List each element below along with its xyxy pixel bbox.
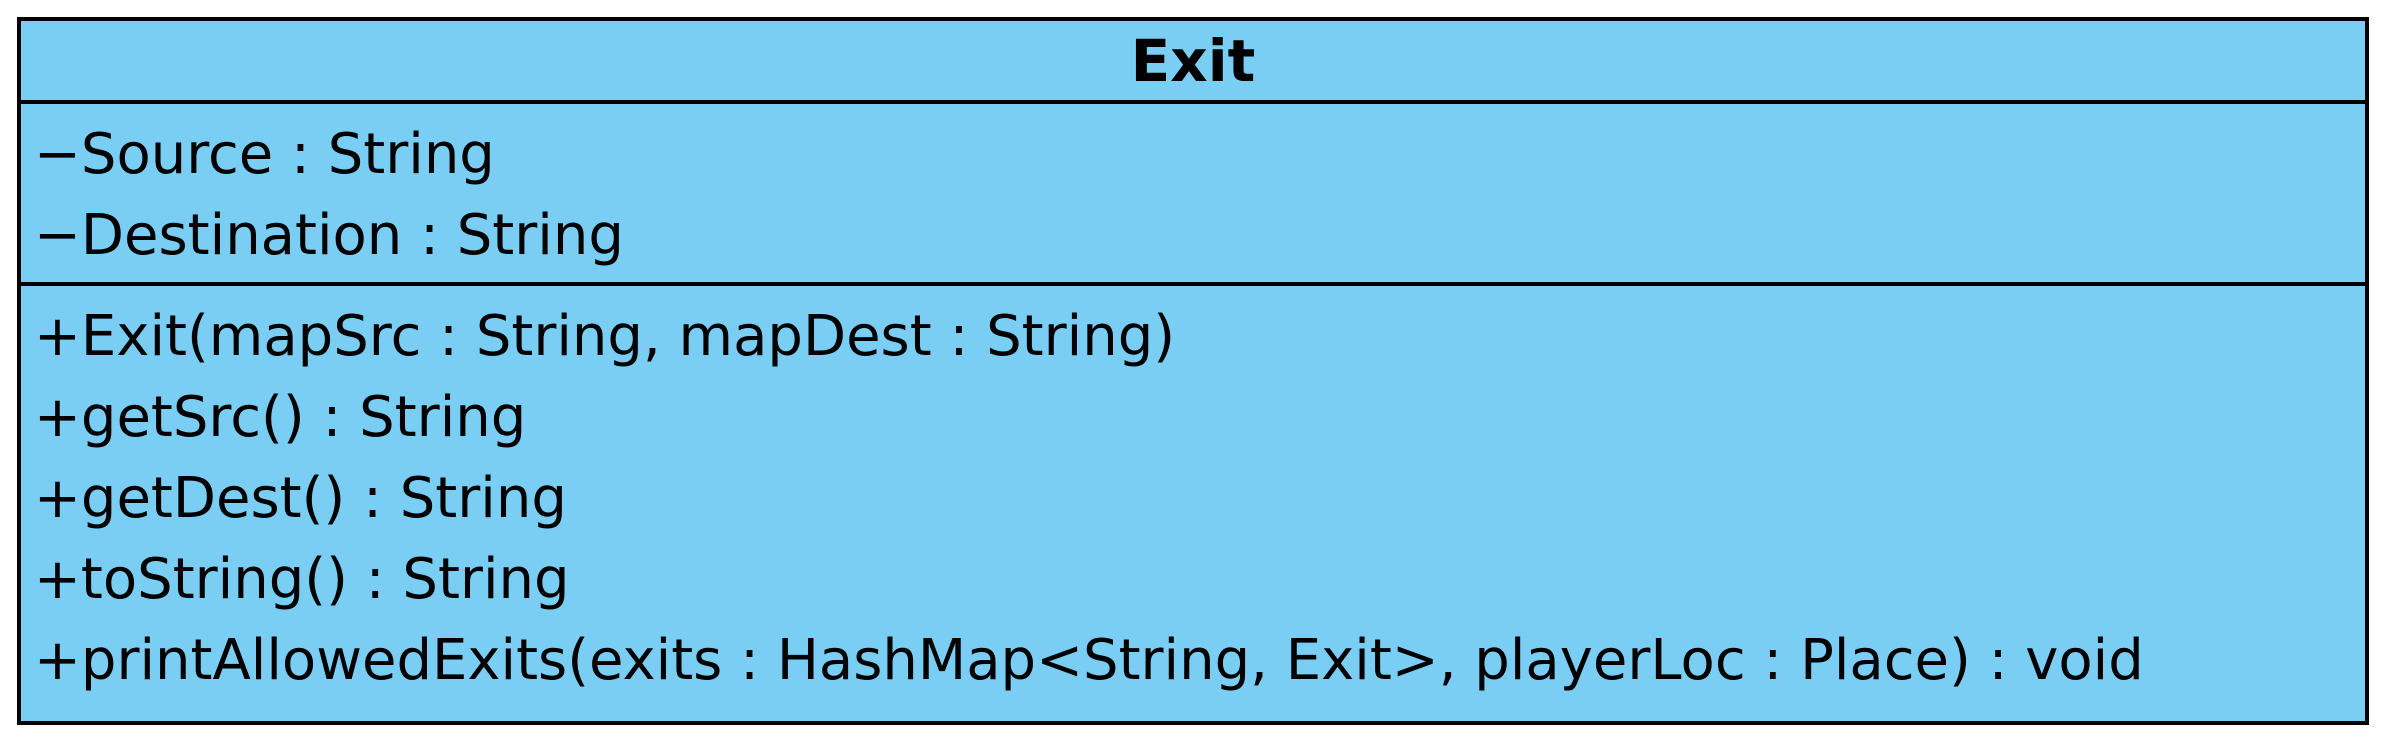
operations-compartment: +Exit(mapSrc : String, mapDest : String)… xyxy=(21,286,2365,701)
operation-get-src: +getSrc() : String xyxy=(34,385,527,450)
operation-constructor: +Exit(mapSrc : String, mapDest : String) xyxy=(34,304,1176,369)
operation-get-dest: +getDest() : String xyxy=(34,466,567,531)
attributes-compartment: −Source : String −Destination : String xyxy=(21,104,2365,286)
class-name: Exit xyxy=(1130,26,1256,95)
attribute-destination: −Destination : String xyxy=(34,203,624,268)
attribute-source: −Source : String xyxy=(34,122,495,187)
operation-to-string: +toString() : String xyxy=(34,547,570,612)
class-header: Exit xyxy=(21,21,2365,104)
operation-print-allowed-exits: +printAllowedExits(exits : HashMap<Strin… xyxy=(34,628,2144,693)
uml-class-box: Exit −Source : String −Destination : Str… xyxy=(17,17,2369,725)
